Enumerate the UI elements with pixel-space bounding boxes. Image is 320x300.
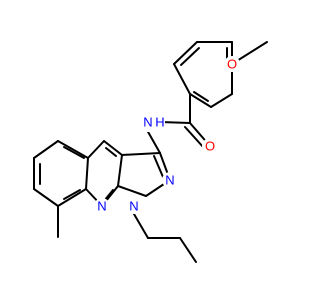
pyrazole-ring-bond [117, 185, 147, 197]
pyridine-ring-bond [103, 140, 123, 156]
ether-oxygen-label: O [227, 57, 237, 72]
molecule-canvas: O O N H N N N [33, 41, 268, 263]
benzo-ring-bond [33, 140, 59, 159]
pyridine-inner-double-bond [105, 147, 117, 157]
benzene-inner-double-bond [193, 91, 209, 102]
pyridine-ring-bond [87, 140, 105, 159]
amide-nitrogen-label: N [143, 115, 152, 130]
bond-layer [33, 41, 268, 263]
benzene-ring-bond [210, 93, 233, 108]
structure-drawing: O O N H N N N [33, 41, 268, 263]
atom-propyl-nitrogen: N [126, 198, 142, 214]
benzene-ring-bond [173, 41, 198, 65]
atom-amide-nitrogen: N H [141, 113, 165, 132]
propyl-n-c-bond [133, 213, 149, 239]
carbonyl-double-bond-inner [184, 126, 205, 149]
benzene-inner-double-bond [180, 47, 200, 66]
pyrazole-ring-bond [121, 152, 161, 156]
pyridine-ring-bond [85, 157, 89, 190]
atom-pyrazole-nitrogen: N [162, 172, 178, 188]
benzo-ring-bond [57, 188, 87, 207]
benzo-inner-double-bond [63, 146, 85, 159]
pyrazole-ring-bond [117, 154, 123, 187]
atom-ether-oxygen: O [224, 56, 240, 72]
benzo-ring-bond [57, 140, 89, 159]
pyrazole-cn-double-bond-inner [153, 155, 164, 178]
propyl-c-c-bond [179, 237, 197, 263]
atom-carbonyl-oxygen: O [202, 138, 218, 154]
atom-label-layer: O O N H N N N [94, 56, 240, 214]
propyl-nitrogen-label: N [129, 199, 138, 214]
amide-hydrogen-label: H [155, 115, 164, 130]
carbonyl-oxygen-label: O [205, 139, 215, 154]
benzene-ring-bond [173, 63, 191, 95]
benzo-ring-bond [33, 188, 59, 207]
benzene-ring-bond [189, 93, 212, 108]
pyrazole-nitrogen-label: N [165, 173, 174, 188]
atom-pyridine-nitrogen: N [94, 198, 110, 214]
amide-n-pyrazole-bond [146, 129, 161, 154]
benzo-inner-double-bond [63, 189, 81, 200]
pyridine-nitrogen-label: N [97, 199, 106, 214]
